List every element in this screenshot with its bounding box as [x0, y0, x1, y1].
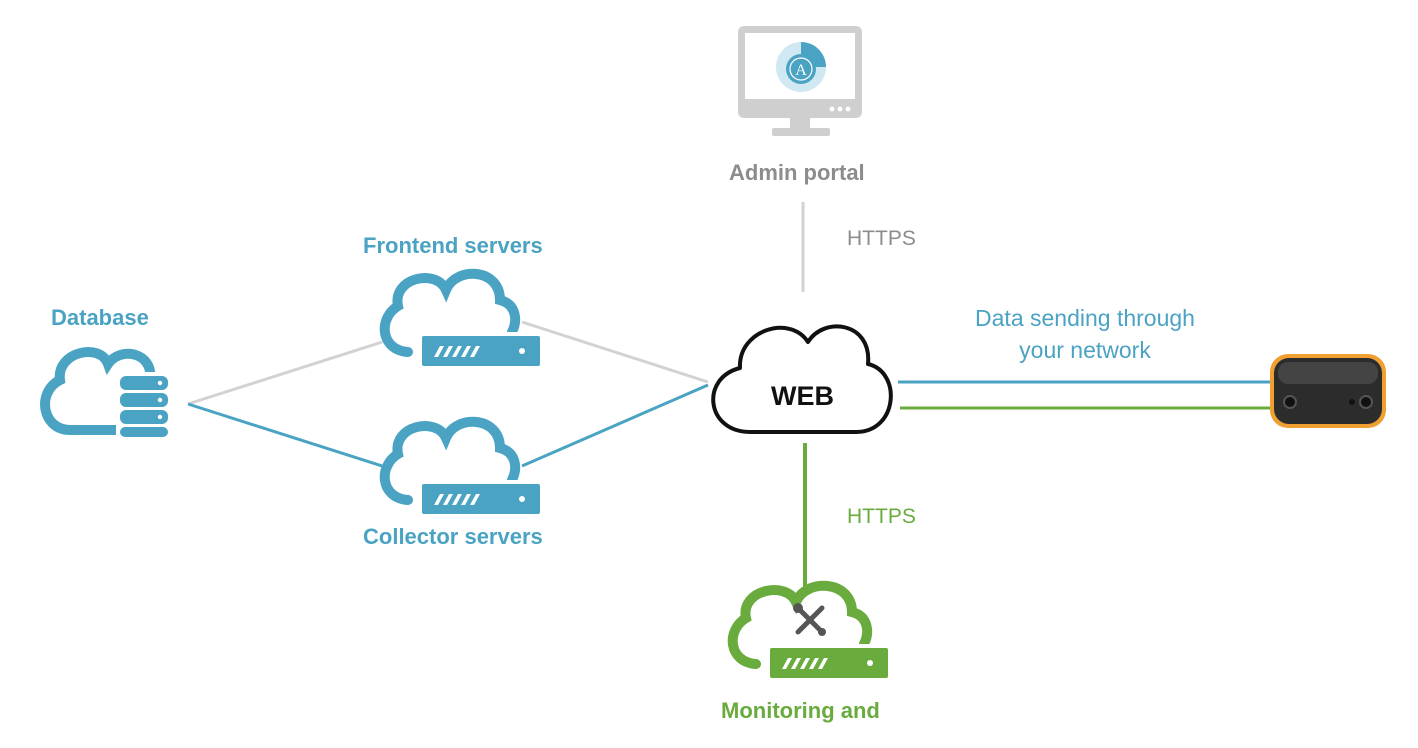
edge-frontend-web [521, 320, 709, 384]
database-label: Database [51, 305, 149, 330]
web-cloud-icon [711, 324, 893, 434]
data-sending-label: Data sending through your network [960, 302, 1210, 366]
monitor-icon: A [738, 26, 862, 136]
monitoring-label: Monitoring and [721, 698, 880, 723]
edge-collector-web [521, 383, 709, 468]
monitoring-cloud-server-icon [727, 580, 892, 684]
collector-servers-label: Collector servers [363, 524, 543, 549]
collector-cloud-server-icon [379, 416, 544, 520]
wrench-icon [795, 605, 825, 635]
app-logo-icon: A [776, 42, 826, 92]
web-label: WEB [771, 381, 834, 411]
cloud-database-icon [40, 347, 172, 440]
web-monitoring-protocol-label: HTTPS [847, 505, 916, 528]
frontend-cloud-server-icon [379, 268, 544, 372]
edge-database-frontend [187, 340, 383, 406]
data-sending-line-1: Data sending through [975, 305, 1195, 331]
frontend-servers-label: Frontend servers [363, 233, 543, 258]
sensor-device-icon [1270, 354, 1386, 428]
admin-portal-label: Admin portal [729, 160, 865, 185]
admin-web-protocol-label: HTTPS [847, 227, 916, 250]
app-logo-letter: A [795, 62, 807, 79]
data-sending-line-2: your network [1019, 337, 1151, 363]
edge-database-collector [187, 402, 383, 468]
